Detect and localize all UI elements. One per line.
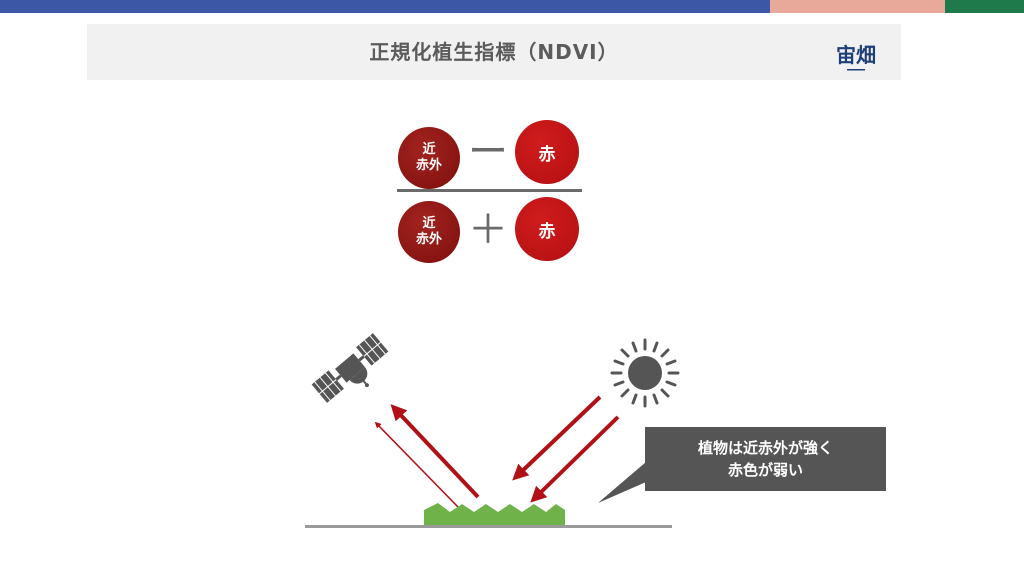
reflected-arrow-thin — [374, 421, 459, 508]
callout-pointer — [598, 462, 646, 503]
nir-circle-bottom: 近 赤外 — [398, 201, 460, 263]
logo-icon: 宙畑 — [836, 43, 876, 71]
red-label-top: 赤 — [538, 144, 556, 165]
minus-operator: ー — [468, 129, 508, 175]
top-bar-green — [945, 0, 1024, 13]
fraction-line — [397, 189, 582, 192]
sun-icon — [610, 338, 680, 408]
satellite-icon — [311, 333, 389, 403]
callout-box: 植物は近赤外が強く 赤色が弱い — [645, 427, 886, 491]
nir-circle-top: 近 赤外 — [398, 127, 460, 189]
top-bar-pink — [770, 0, 945, 13]
top-bar-blue — [0, 0, 770, 13]
page-title: 正規化植生指標（NDVI） — [369, 40, 619, 64]
red-circle-top: 赤 — [515, 120, 579, 184]
vegetation-shape — [424, 503, 565, 525]
red-label-bottom: 赤 — [538, 221, 556, 242]
reflected-arrow-thick — [390, 404, 480, 499]
callout-line-1: 植物は近赤外が強く — [697, 439, 833, 457]
incoming-arrow-1 — [512, 395, 602, 481]
incoming-arrow-2 — [530, 415, 620, 503]
plus-operator: ＋ — [468, 207, 508, 253]
ground-line — [305, 525, 672, 528]
header-band: 正規化植生指標（NDVI） — [87, 24, 901, 80]
nir-label-top: 近 赤外 — [415, 142, 442, 173]
red-circle-bottom: 赤 — [515, 197, 579, 261]
nir-label-bottom: 近 赤外 — [415, 216, 442, 247]
logo-text: 宙畑 — [836, 43, 876, 67]
logo: 宙畑 — [830, 36, 882, 76]
callout-line-2: 赤色が弱い — [727, 461, 803, 479]
